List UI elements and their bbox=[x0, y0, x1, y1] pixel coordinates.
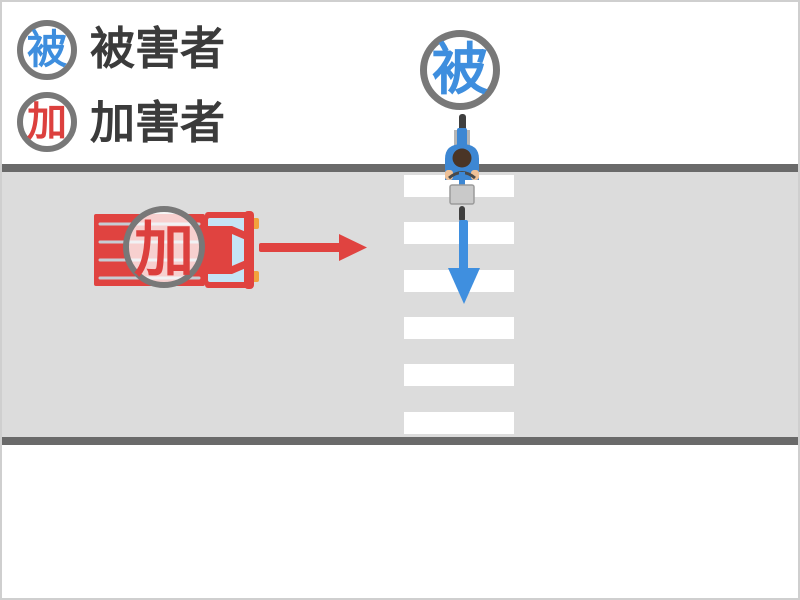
legend-perpetrator-badge-icon: 加 bbox=[17, 92, 77, 152]
bicycle-icon bbox=[445, 114, 479, 222]
perpetrator-badge-icon: 加 bbox=[123, 206, 205, 288]
down-arrow-icon bbox=[448, 220, 480, 304]
road-edge-line-bottom bbox=[2, 437, 798, 445]
legend-perpetrator-label: 加害者 bbox=[90, 97, 226, 148]
victim-badge-char: 被 bbox=[432, 38, 488, 101]
victim-badge-icon: 被 bbox=[420, 30, 500, 110]
legend-victim-badge-char: 被 bbox=[27, 28, 67, 72]
legend-perpetrator-badge-char: 加 bbox=[27, 100, 67, 144]
crosswalk-stripe bbox=[404, 317, 514, 339]
legend-victim-badge-icon: 被 bbox=[17, 20, 77, 80]
legend-victim-label: 被害者 bbox=[90, 23, 226, 74]
crosswalk-stripe bbox=[404, 364, 514, 386]
perpetrator-badge-char: 加 bbox=[134, 217, 194, 284]
truck-icon: 加 bbox=[94, 206, 367, 289]
road-edge-line-top bbox=[2, 164, 798, 172]
right-arrow-icon bbox=[259, 234, 367, 261]
crosswalk-stripe bbox=[404, 412, 514, 434]
rider-head bbox=[452, 148, 472, 168]
bicycle-basket bbox=[449, 184, 475, 205]
